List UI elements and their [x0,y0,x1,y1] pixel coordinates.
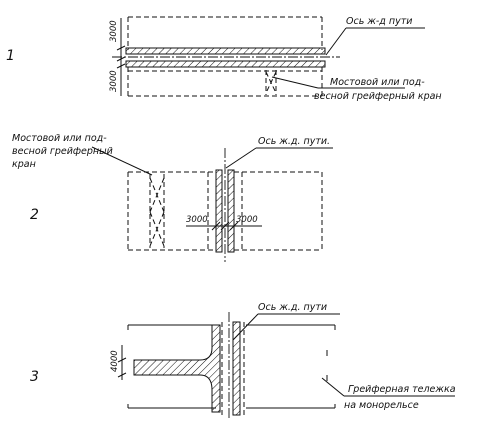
crane-symbol [265,70,277,95]
track-strip-upper [125,47,326,55]
crane-label-line-1: Мостовой или под- [12,133,107,144]
trolley-label-line-1: Грейферная тележка [348,384,456,395]
dimension-upper: 3000 [109,20,119,42]
rail-axis-leader [232,313,259,341]
track-strip-right [232,321,241,416]
dimension-right: 3000 [236,215,258,225]
figure-2: 2 Мостовой или под- весной грейферный кр… [12,133,333,262]
crane-symbol [149,174,165,248]
crane-label-line-2: весной грейферный кран [314,91,442,102]
figure-1-number: 1 [6,48,15,64]
track-strip-lower [125,60,326,68]
dimension-lower: 3000 [109,70,119,92]
crane-leader [91,146,153,176]
track-strip-right [227,169,235,253]
figure-3-number: 3 [30,369,39,385]
trolley-label-line-2: на монорельсе [344,400,419,411]
rail-axis-leader [225,147,257,169]
track-junction-hatch [133,324,221,413]
crane-label-line-2: весной грейферный [12,146,113,157]
figure-2-number: 2 [30,207,39,223]
rail-axis-leader [325,27,347,56]
track-strip-left [215,169,223,253]
rail-axis-label: Ось ж-д пути [346,16,412,27]
crane-label-line-1: Мостовой или под- [330,77,425,88]
trolley-leader [321,377,345,397]
crane-label-line-3: кран [12,159,36,170]
dimension-left: 3000 [186,215,208,225]
figure-1: 1 3000 3000 Ось ж-д пути [6,16,442,102]
rail-axis-label: Ось ж.д. пути [258,302,327,313]
rail-axis-label: Ось ж.д. пути. [258,136,330,147]
dimension-value: 4000 [110,350,120,372]
figure-3: 3 4000 Ось ж.д. пути Грейферная тележка … [30,302,456,418]
crane-leader [271,76,319,89]
